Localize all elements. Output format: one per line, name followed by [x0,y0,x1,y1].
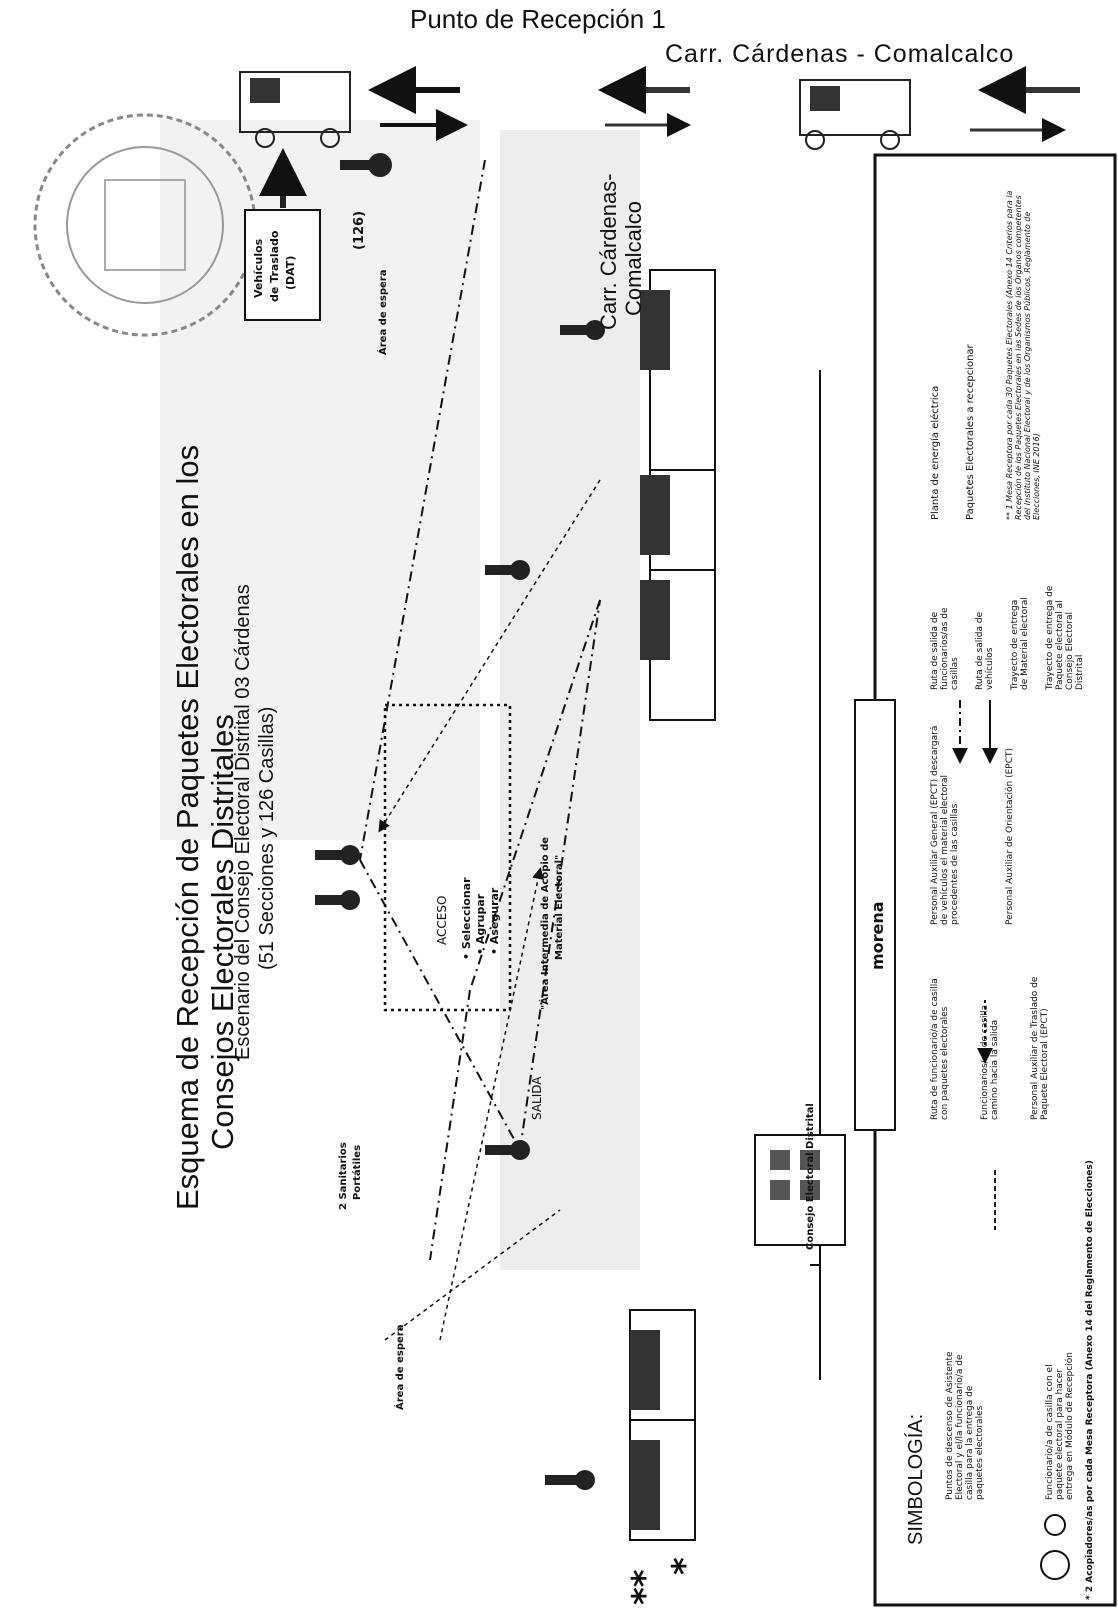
area-item-select: • Seleccionar [460,877,473,960]
party-logo-morena: morena [868,901,887,970]
vehicles-box-line-1: Vehículos [252,238,265,298]
desk-number-5: 5 [670,331,700,350]
count-label: (126) [352,210,367,250]
council-building-icon [754,1134,846,1246]
scenario-line-1: Escenario del Consejo Electoral Distrita… [232,584,254,1060]
area-caption-line-1: "Área Intermedia de Acopio de [540,836,551,1010]
lane-arrows [368,66,1080,142]
legend-item-exit-walk: Funcionarios/as de casilla camino hacia … [980,1004,1000,1120]
legend-title: SIMBOLOGÍA: [905,1413,927,1545]
road-side-line-1: Carr. Cárdenas- [596,173,621,330]
legend-note-mesa: ** 1 Mesa Receptora por cada 30 Paquetes… [1005,190,1041,520]
legend-item-power-plant: Planta de energía eléctrica [930,385,941,520]
single-star-marker: * [665,1557,705,1575]
vehicles-box [244,209,321,321]
waiting-area-top-label: Área de espera [378,269,389,355]
area-item-group: • Agrupar [474,893,487,955]
road-side-line-2: Comalcalco [621,201,646,316]
waiting-area-bottom-label: Área de espera [395,1324,406,1410]
scenario-line-2: (51 Secciones y 126 Casillas) [256,706,278,970]
legend-box [873,153,1117,1607]
area-item-secure: • Asegurar [488,887,501,955]
exit-label: SALIDA [530,1076,544,1120]
desk-number-4: 4 [670,511,700,530]
desk-number-2: 2 [660,1381,690,1400]
legend-item-material-delivery: Trayecto de entrega de Material electora… [1010,597,1030,690]
sanitarios-line-2: Portátiles [352,1144,363,1200]
walk-routes [378,479,601,1341]
council-label: Consejo Electoral Distrital [805,1103,816,1250]
legend-note-acopiadores: * 2 Acopiadores/as por cada Mesa Recepto… [1085,1160,1095,1600]
road-band [500,130,640,1270]
access-label: ACCESO [435,895,449,945]
party-logos-strip [854,699,896,1131]
legend-item-vehicle-exit: Ruta de salida de vehículos [975,611,995,690]
area-caption-line-2: Material Electoral" [554,854,565,960]
person-figures [315,153,605,1490]
vehicles-box-line-3: (DAT) [284,255,297,290]
legend-item-transfer-staff: Personal Auxiliar de Traslado de Paquete… [1030,976,1050,1120]
double-star-marker: ** [625,1569,665,1605]
intermediate-area-box [383,703,512,1012]
vehicles-box-line-2: de Traslado [268,230,281,302]
legend-item-general-staff: Personal Auxiliar General (EPCT) descarg… [930,725,960,925]
legend-item-route-official: Ruta de funcionario/a de casilla con paq… [930,978,950,1120]
legend-item-official-package: Funcionario/a de casilla con el paquete … [1045,1352,1075,1500]
legend-item-drop-off: Puntos de descenso de Asistente Electora… [945,1351,985,1500]
legend-item-orientation-staff: Personal Auxiliar de Orientación (EPCT) [1005,747,1015,925]
truck-icon-2 [799,79,911,150]
truck-icon [239,71,351,148]
legend-item-package-delivery: Trayecto de entrega de Paquete electoral… [1045,585,1085,690]
sanitarios-line-1: 2 Sanitarios [338,1142,349,1210]
desk-number-badges [630,290,670,1530]
legend-item-exit-route: Ruta de salida de funcionarios/as de cas… [930,607,960,691]
routes [359,159,601,1261]
legend-markers [952,700,1070,1580]
desk-number-1: 1 [660,1491,690,1510]
legend-item-packages: Paquetes Electorales a recepcionar [965,344,976,520]
reception-point-label: Punto de Recepción 1 [410,4,666,34]
desk-number-3: 3 [670,621,700,640]
road-label-top: Carr. Cárdenas - Comalcalco [665,40,1015,68]
title-line-1: Esquema de Recepción de Paquetes Elector… [170,444,205,1210]
